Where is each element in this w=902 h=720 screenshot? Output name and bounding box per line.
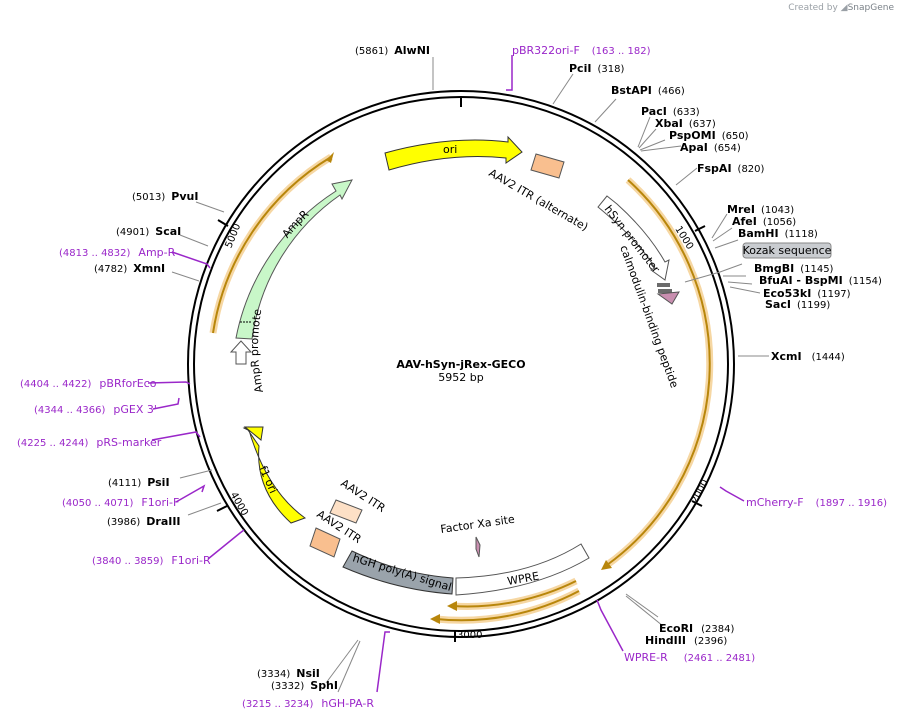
tick-5000 (217, 219, 229, 227)
site-xcmi: XcmI(1444) (771, 350, 845, 363)
orf-arc-3-arrow (430, 614, 440, 624)
feature-wpre-label: WPRE (506, 570, 540, 588)
snapgene-credit: Created by ◢SnapGene (788, 3, 894, 13)
site-bfuai-bspmi: BfuAI - BspMI(1154) (759, 274, 882, 287)
site-pvui: (5013)PvuI (132, 190, 198, 203)
feature-wpre: WPRE (455, 543, 590, 596)
credit-brand: SnapGene (847, 3, 894, 13)
primer-hgh-pa-r: (3215 .. 3234)hGH-PA-R (242, 697, 374, 710)
site-draiii: (3986)DraIII (107, 515, 181, 528)
cbp-bar-1 (657, 283, 670, 287)
feature-f1-ori: f1 ori (242, 426, 307, 524)
site-sphi: (3332)SphI (271, 679, 338, 692)
plasmid-length: 5952 bp (438, 371, 483, 384)
site-leader-lines (171, 57, 769, 693)
credit-prefix: Created by (788, 3, 838, 13)
site-ecori: EcoRI(2384) (659, 622, 735, 635)
tick-marks (216, 96, 706, 642)
feature-factor-xa: Factor Xa site (440, 513, 516, 558)
orf-arc-2 (452, 580, 577, 608)
orf-arc-3 (435, 590, 580, 622)
site-paci: PacI(633) (641, 105, 700, 118)
site-xmni: (4782)XmnI (94, 262, 165, 275)
site-nsii: (3334)NsiI (257, 667, 320, 680)
primer-wpre-r: WPRE-R(2461 .. 2481) (624, 651, 755, 664)
tick-1000 (694, 225, 706, 232)
plasmid-name: AAV-hSyn-jRex-GECO (396, 358, 525, 371)
cbp-bar-2 (658, 289, 672, 293)
primer-f1ori-r: (3840 .. 3859)F1ori-R (92, 554, 211, 567)
site-labels: (5861)AlwNI PciI(318) BstAPI(466) PacI(6… (94, 44, 882, 692)
feature-ampr: AmpR (235, 179, 353, 340)
site-bmgbi: BmgBI(1145) (754, 262, 834, 275)
orf-arc-main (606, 179, 711, 566)
tick-label-4000: 4000 (228, 490, 250, 518)
tick-label-3000: 3000 (457, 630, 482, 641)
feature-ori-label: ori (443, 143, 457, 156)
primer-pgex-3: (4344 .. 4366)pGEX 3' (34, 403, 157, 416)
tick-4000 (216, 505, 228, 512)
site-xbai: XbaI(637) (655, 117, 716, 130)
kozak-badge: Kozak sequence (742, 242, 832, 259)
primer-prs-marker: (4225 .. 4244)pRS-marker (17, 436, 162, 449)
site-bstapi: BstAPI(466) (611, 84, 685, 97)
feature-f1-label: f1 ori (256, 464, 280, 495)
primer-f1ori-f: (4050 .. 4071)F1ori-F (62, 496, 179, 509)
primer-amp-r: (4813 .. 4832)Amp-R (59, 246, 176, 259)
site-fspai: FspAI(820) (697, 162, 765, 175)
site-alwni: (5861)AlwNI (355, 44, 430, 57)
tick-label-2000: 2000 (689, 478, 711, 506)
site-afei: AfeI(1056) (732, 215, 796, 228)
site-scai: (4901)ScaI (116, 225, 181, 238)
orf-arc-main-arrow (601, 560, 612, 570)
feature-itr-alternate-label: AAV2 ITR (alternate) (487, 166, 591, 233)
site-saci: SacI(1199) (765, 298, 830, 311)
orf-arc-2-arrow (447, 601, 457, 611)
site-hindiii: HindIII(2396) (645, 634, 727, 647)
primer-labels: pBR322ori-F(163 .. 182) mCherry-F(1897 .… (17, 44, 887, 710)
tick-2000 (691, 500, 703, 507)
site-eco53ki: Eco53kI(1197) (763, 287, 851, 300)
primer-pbrforeco: (4404 .. 4422)pBRforEco (20, 377, 157, 390)
site-mrei: MreI(1043) (727, 203, 794, 216)
primer-mcherry-f: mCherry-F(1897 .. 1916) (746, 496, 887, 509)
feature-ori: ori (384, 135, 523, 171)
site-psii: (4111)PsiI (108, 476, 170, 489)
primer-pbr322ori-f: pBR322ori-F(163 .. 182) (512, 44, 651, 57)
orf-arcs (209, 152, 714, 624)
snapgene-logo-icon: ◢ (840, 3, 848, 13)
site-pcii: PciI(318) (569, 62, 624, 75)
kozak-label: Kozak sequence (743, 244, 832, 257)
site-pspomi: PspOMI(650) (669, 129, 749, 142)
orf-arc-left-arrow (326, 152, 334, 163)
site-bamhi: BamHI(1118) (738, 227, 818, 240)
site-apai: ApaI(654) (680, 141, 741, 154)
feature-itr-1: AAV2 ITR (329, 477, 388, 524)
feature-itr-alternate: AAV2 ITR (alternate) (487, 153, 591, 234)
feature-factor-xa-label: Factor Xa site (440, 513, 516, 536)
feature-hgh: hGH poly(A) signal (342, 550, 454, 595)
orf-arc-left (212, 156, 332, 334)
primer-marks (147, 55, 745, 693)
